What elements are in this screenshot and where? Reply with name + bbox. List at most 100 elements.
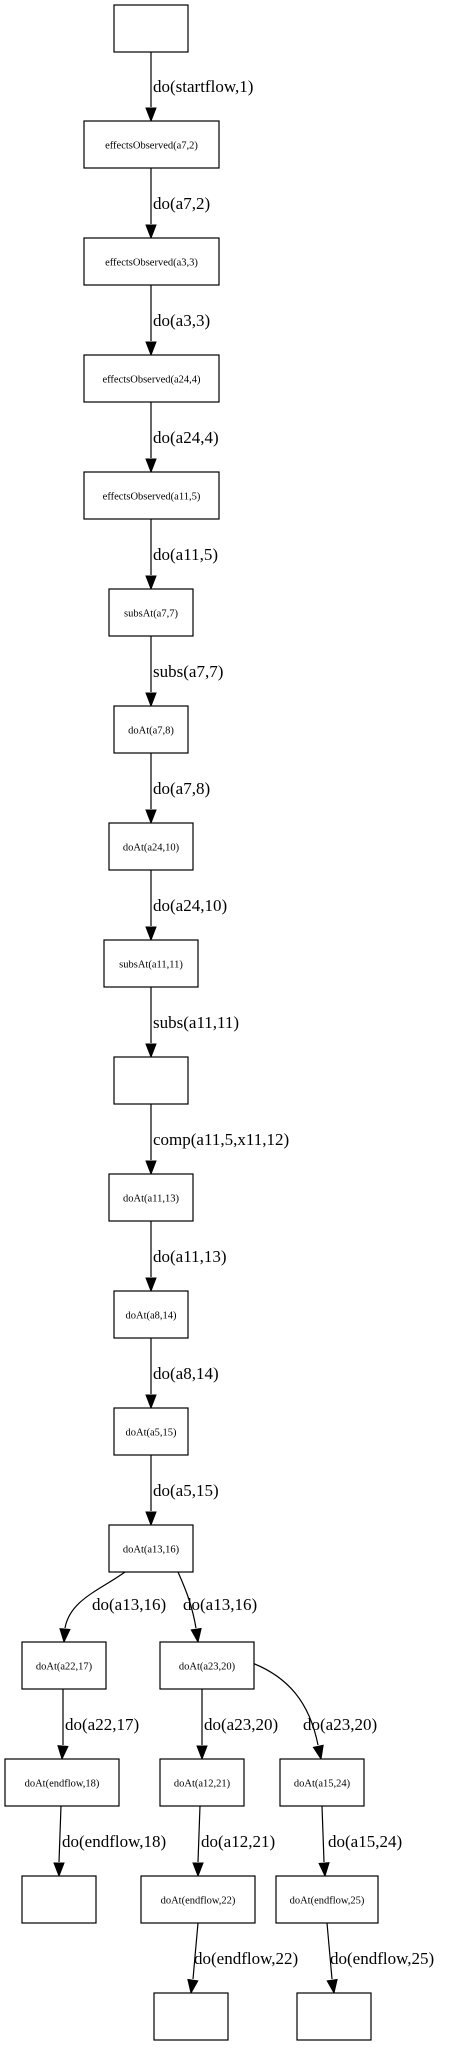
node-label: effectsObserved(a3,3): [105, 258, 198, 269]
diagram-edge-n21-n23: do(endflow,25): [326, 1922, 434, 1995]
node-label: subsAt(a7,7): [124, 609, 178, 620]
node-box: [21, 1875, 97, 1924]
diagram-node-n0: [113, 4, 189, 53]
nodes-layer: effectsObserved(a7,2) effectsObserved(a3,…: [4, 4, 379, 2041]
node-box: [108, 1173, 194, 1222]
arrow-head-icon: [145, 575, 157, 591]
edge-label: do(a8,14): [153, 1364, 219, 1383]
node-box: [113, 1290, 189, 1339]
node-box: [83, 471, 220, 520]
diagram-node-n3: effectsObserved(a24,4): [83, 354, 220, 403]
node-box: [275, 1875, 379, 1924]
diagram-node-n2: effectsObserved(a3,3): [83, 237, 220, 286]
node-box: [83, 120, 220, 169]
diagram-edge-n13-n14: do(a13,16): [59, 1571, 166, 1644]
diagram-edge-n3-n4: do(a24,4): [145, 402, 219, 474]
diagram-edge-n5-n6: subs(a7,7): [145, 636, 223, 708]
node-box: [83, 354, 220, 403]
diagram-edge-n6-n7: do(a7,8): [145, 753, 210, 825]
edge-label: do(a23,20): [303, 1715, 377, 1734]
node-box: [113, 1407, 189, 1456]
arrow-head-icon: [145, 107, 157, 123]
edge-label: subs(a7,7): [153, 662, 223, 681]
arrow-head-icon: [187, 1978, 199, 1995]
diagram-node-n15: doAt(a23,20): [159, 1641, 255, 1690]
arrow-head-icon: [312, 1744, 324, 1761]
diagram-edge-n9-n10: comp(a11,5,x11,12): [145, 1104, 289, 1176]
edges-layer: do(startflow,1) do(a7,2) do(a3,3) do(a24,4)…: [53, 52, 434, 1995]
edge-line: [243, 1659, 319, 1746]
arrow-head-icon: [145, 458, 157, 474]
diagram-node-n11: doAt(a8,14): [113, 1290, 189, 1339]
edge-label: do(a15,24): [328, 1832, 402, 1851]
edge-line: [177, 1571, 197, 1629]
node-label: subsAt(a11,11): [119, 960, 183, 971]
diagram-node-n23: [296, 1992, 372, 2041]
diagram-edge-n15-n17: do(a23,20): [196, 1689, 278, 1761]
edge-label: do(a23,20): [204, 1715, 278, 1734]
edge-label: do(a7,8): [153, 779, 210, 798]
diagram-edge-n15-n18: do(a23,20): [243, 1659, 377, 1761]
node-label: doAt(a5,15): [125, 1428, 177, 1439]
diagram-node-n1: effectsObserved(a7,2): [83, 120, 220, 169]
diagram-edge-n7-n8: do(a24,10): [145, 870, 227, 942]
node-label: effectsObserved(a24,4): [102, 375, 201, 386]
diagram-edge-n13-n15: do(a13,16): [177, 1571, 257, 1644]
arrow-head-icon: [145, 1511, 157, 1527]
edge-label: do(a13,16): [183, 1595, 257, 1614]
diagram-edge-n0-n1: do(startflow,1): [145, 52, 253, 123]
edge-line: [326, 1922, 333, 1980]
node-box: [21, 1641, 107, 1690]
edge-label: do(a5,15): [153, 1481, 219, 1500]
arrow-head-icon: [145, 224, 157, 240]
edge-label: do(a3,3): [153, 311, 210, 330]
diagram-node-n21: doAt(endflow,25): [275, 1875, 379, 1924]
edge-label: subs(a11,11): [153, 1013, 239, 1032]
diagram-node-n6: doAt(a7,8): [113, 705, 189, 754]
edge-line: [64, 1571, 126, 1629]
edge-label: do(endflow,22): [194, 1949, 298, 1968]
arrow-head-icon: [145, 809, 157, 825]
diagram-edge-n14-n16: do(a22,17): [57, 1689, 139, 1761]
node-box: [113, 705, 189, 754]
diagram-node-n17: doAt(a12,21): [159, 1758, 245, 1807]
diagram-node-n16: doAt(endflow,18): [4, 1758, 120, 1807]
diagram-edge-n17-n20: do(a12,21): [192, 1805, 275, 1878]
edge-label: do(startflow,1): [153, 77, 253, 96]
edge-line: [321, 1805, 325, 1863]
arrow-head-icon: [196, 1745, 208, 1761]
diagram-node-n22: [153, 1992, 229, 2041]
diagram-node-n18: doAt(a15,24): [279, 1758, 365, 1807]
diagram-node-n9: [113, 1056, 189, 1105]
node-label: doAt(a24,10): [123, 843, 180, 854]
diagram-edge-n8-n9: subs(a11,11): [145, 987, 239, 1059]
node-box: [159, 1758, 245, 1807]
arrow-head-icon: [145, 1277, 157, 1293]
edge-label: do(a24,10): [153, 896, 227, 915]
arrow-head-icon: [145, 692, 157, 708]
diagram-edge-n12-n13: do(a5,15): [145, 1455, 219, 1527]
diagram-edge-n4-n5: do(a11,5): [145, 519, 218, 591]
diagram-edge-n11-n12: do(a8,14): [145, 1338, 219, 1410]
node-box: [159, 1641, 255, 1690]
arrow-head-icon: [53, 1862, 65, 1878]
edge-label: do(a24,4): [153, 428, 219, 447]
node-label: effectsObserved(a7,2): [105, 141, 198, 152]
arrow-head-icon: [145, 341, 157, 357]
diagram-node-n20: doAt(endflow,22): [140, 1875, 256, 1924]
node-label: doAt(a8,14): [125, 1311, 177, 1322]
edge-label: do(a22,17): [65, 1715, 139, 1734]
node-label: doAt(endflow,18): [25, 1779, 100, 1790]
diagram-edge-n20-n22: do(endflow,22): [187, 1922, 298, 1995]
node-label: doAt(a11,13): [123, 1194, 179, 1205]
edge-line: [192, 1922, 199, 1980]
edge-label: do(a13,16): [92, 1595, 166, 1614]
node-box: [108, 1524, 194, 1573]
node-label: effectsObserved(a11,5): [103, 492, 201, 503]
arrow-head-icon: [190, 1627, 202, 1644]
diagram-edge-n1-n2: do(a7,2): [145, 168, 210, 240]
edge-label: do(a11,5): [153, 545, 218, 564]
arrow-head-icon: [326, 1978, 338, 1995]
node-label: doAt(endflow,25): [290, 1896, 365, 1907]
